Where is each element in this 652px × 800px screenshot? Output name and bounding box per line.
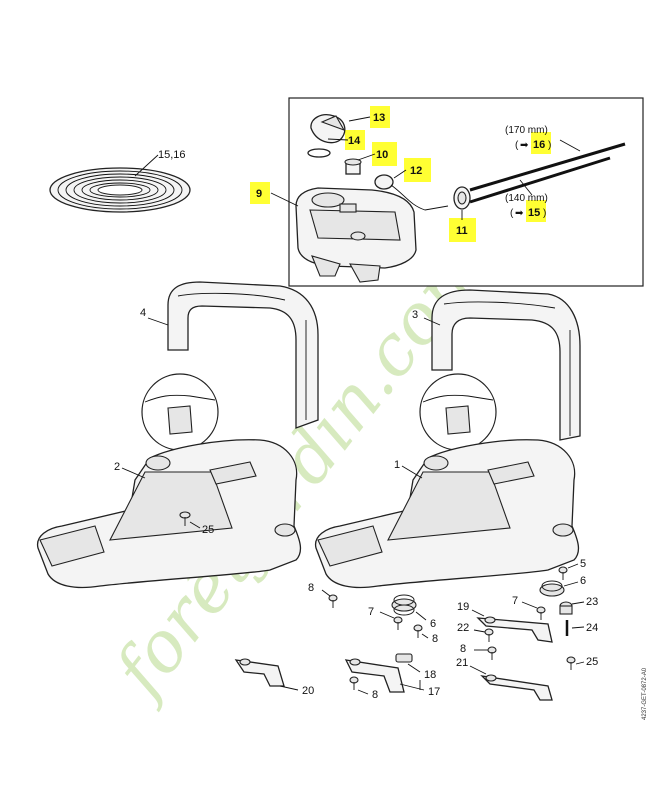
mounting-base-1 [314,439,580,589]
spring-6-a [391,594,417,616]
callout-7-b: 7 [512,595,518,607]
callout-8-a: 8 [308,582,314,594]
screw-25-left [179,511,191,526]
highlight-15 [526,200,546,222]
screw-5 [558,566,568,580]
paren-open-16: ( [515,140,519,151]
callout-24: 24 [586,622,598,634]
coiled-hose-15-16 [49,167,191,213]
mounting-base-2 [36,439,302,589]
callout-12: 12 [410,165,422,177]
fuel-hose-15 [469,156,611,204]
callout-13: 13 [373,112,385,124]
o-ring-14 [307,148,331,158]
length-label-140: (140 mm) [505,193,548,204]
paren-close-15: ) [543,208,546,219]
highlight-13 [370,106,390,128]
callout-8-b: 8 [432,633,438,645]
fuel-tank-9 [295,187,417,283]
bracket-17 [344,658,405,693]
callout-2: 2 [114,461,120,473]
fuel-hose-16 [469,142,626,192]
highlight-16 [531,132,551,154]
screw-7-b [536,606,546,620]
handle-bar-4 [167,281,319,429]
screw-8-b [413,624,423,638]
callout-5: 5 [580,558,586,570]
callout-21: 21 [456,657,468,669]
callout-1: 1 [394,459,400,471]
callout-8-c: 8 [460,643,466,655]
arrow-15: ➡ [515,208,524,219]
callout-23: 23 [586,596,598,608]
callout-18: 18 [424,669,436,681]
callout-3: 3 [412,309,418,321]
callout-6-a: 6 [430,618,436,630]
arrow-16: ➡ [520,140,529,151]
callout-10: 10 [376,149,388,161]
pin-18 [395,653,413,663]
callout-7-a: 7 [368,606,374,618]
highlight-12 [404,158,431,182]
highlight-14 [345,130,365,150]
highlight-11 [449,218,476,242]
paren-open-15: ( [510,208,514,219]
screw-8-a [328,594,338,608]
handle-bar-3 [431,289,581,441]
paren-close-16: ) [548,140,551,151]
callout-15: 15 [528,207,540,219]
grommet-11 [453,186,471,210]
callout-25-right: 25 [586,656,598,668]
callout-11: 11 [456,225,468,237]
spring-6-b [539,580,565,597]
highlight-10 [372,142,397,166]
callout-17: 17 [428,686,440,698]
callout-8-d: 8 [372,689,378,701]
bracket-20 [234,658,285,687]
callout-25-left: 25 [202,524,214,536]
drawing-code: 4237-GET-0872-A0 [642,667,648,720]
callout-14: 14 [348,135,361,147]
callout-16: 16 [533,139,545,151]
callout-4: 4 [140,307,146,319]
length-label-170: (170 mm) [505,125,548,136]
callout-19: 19 [457,601,469,613]
screw-22 [484,628,494,642]
tank-cap-13 [310,114,346,144]
highlight-9 [250,182,270,204]
screw-8-d [349,676,359,690]
callout-15-16: 15,16 [158,149,186,161]
callout-22: 22 [457,622,469,634]
bracket-21 [480,674,553,701]
callout-20: 20 [302,685,314,697]
fuel-filter-12 [374,174,449,211]
screw-7-a [393,616,403,630]
sleeve-23 [559,601,573,615]
bracket-19 [476,616,553,643]
screw-8-c [487,646,497,660]
screw-25-right [566,656,576,670]
callout-6-b: 6 [580,575,586,587]
valve-10 [344,158,362,175]
callout-9: 9 [256,188,262,200]
